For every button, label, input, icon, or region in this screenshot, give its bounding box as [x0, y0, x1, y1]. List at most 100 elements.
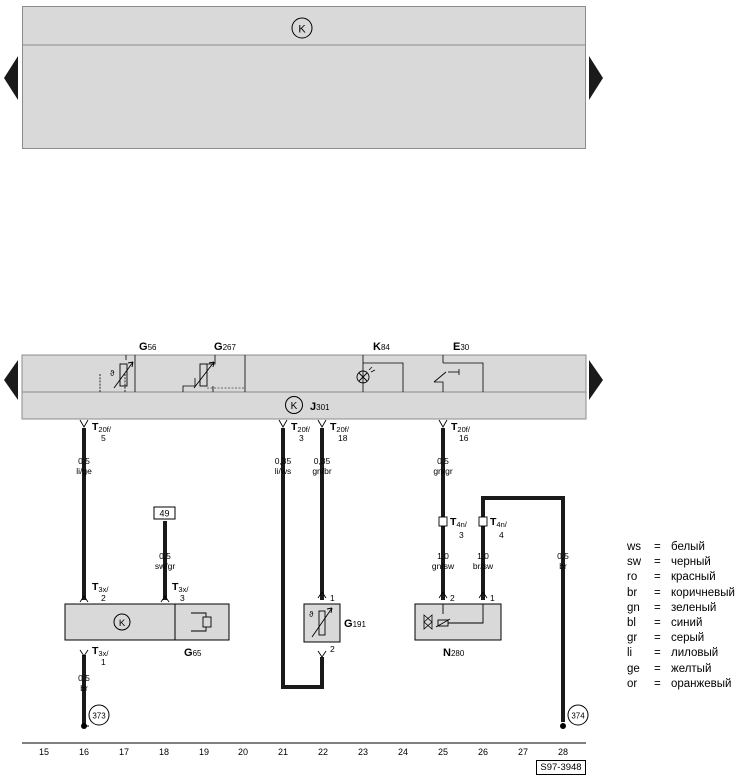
next-page-arrow-bottom[interactable]	[589, 360, 603, 400]
wire-labels: 0,5 li/ge 0,35 li/ws 0,35 gn/br 0,5 gn/g…	[76, 456, 569, 693]
j301-control-unit: K J301	[285, 396, 330, 414]
g65-sub: 65	[193, 649, 202, 658]
svg-text:3: 3	[299, 433, 304, 443]
svg-text:373: 373	[92, 712, 106, 721]
k84-warning-lamp	[356, 355, 404, 392]
svg-text:K84: K84	[373, 341, 390, 353]
legend-row: or=оранжевый	[627, 677, 732, 690]
svg-text:ϑ: ϑ	[110, 369, 115, 378]
legend-row: bl=синий	[627, 617, 703, 630]
svg-text:N280: N280	[443, 647, 465, 659]
g267-label: G	[214, 341, 223, 353]
wire-26-28	[481, 496, 565, 722]
svg-text:T4n/: T4n/	[450, 516, 468, 529]
svg-text:G191: G191	[344, 618, 366, 630]
svg-text:2: 2	[101, 593, 106, 603]
svg-text:0,5: 0,5	[557, 551, 569, 561]
k84-sub: 84	[381, 343, 390, 352]
svg-text:G56: G56	[139, 341, 157, 353]
svg-text:T20f/: T20f/	[451, 421, 471, 434]
legend-row: gn=зеленый	[627, 601, 717, 614]
svg-text:T3x/: T3x/	[92, 581, 109, 594]
j301-k-letter: K	[291, 401, 298, 412]
k84-label: K	[373, 341, 381, 353]
svg-text:16: 16	[79, 747, 89, 757]
svg-text:25: 25	[438, 747, 448, 757]
svg-text:22: 22	[318, 747, 328, 757]
svg-text:0,5: 0,5	[78, 456, 90, 466]
svg-text:15: 15	[39, 747, 49, 757]
svg-text:T20f/: T20f/	[291, 421, 311, 434]
wire-group	[82, 428, 565, 722]
next-page-arrow-top[interactable]	[589, 56, 603, 100]
e30-label: E	[453, 341, 460, 353]
svg-text:3: 3	[459, 530, 464, 540]
g191-pin-1: 1	[330, 593, 335, 603]
svg-text:18: 18	[338, 433, 348, 443]
legend-row: ro=красный	[627, 571, 716, 584]
ground-point-373: 373	[81, 704, 110, 729]
legend-row: ge=желтый	[627, 662, 712, 675]
svg-text:T20f/: T20f/	[92, 421, 112, 434]
g65-label: G	[184, 647, 193, 659]
svg-text:J301: J301	[310, 401, 330, 413]
svg-text:E30: E30	[453, 341, 470, 353]
svg-text:374: 374	[571, 712, 585, 721]
svg-text:4: 4	[499, 530, 504, 540]
j301-sub: 301	[316, 403, 330, 412]
svg-text:br: br	[80, 683, 88, 693]
g267-sensor	[182, 355, 246, 392]
g191-sub: 191	[353, 620, 367, 629]
n280-label: N	[443, 647, 451, 659]
g56-sub: 56	[148, 343, 157, 352]
svg-text:16: 16	[459, 433, 469, 443]
svg-text:19: 19	[199, 747, 209, 757]
svg-text:T3x/: T3x/	[92, 645, 109, 658]
svg-text:1,0: 1,0	[437, 551, 449, 561]
e30-switch	[433, 355, 484, 392]
svg-text:3: 3	[180, 593, 185, 603]
svg-text:gn/gr: gn/gr	[433, 466, 453, 476]
terminal-49-box	[153, 506, 176, 520]
svg-text:0,5: 0,5	[78, 673, 90, 683]
connector-labels: T20f/ 5 T20f/ 3 T20f/ 18 T20f/ 16 T4n/ 3…	[92, 421, 508, 667]
n280-pin-2: 2	[450, 593, 455, 603]
instrument-panel-strip	[21, 354, 587, 420]
svg-text:br: br	[559, 561, 567, 571]
svg-text:1,0: 1,0	[477, 551, 489, 561]
previous-page-arrow-top[interactable]	[4, 56, 18, 100]
svg-text:24: 24	[398, 747, 408, 757]
g267-sub: 267	[223, 343, 237, 352]
svg-text:28: 28	[558, 747, 568, 757]
svg-text:T3x/: T3x/	[172, 581, 189, 594]
g191-pin-2: 2	[330, 644, 335, 654]
n280-sub: 280	[451, 649, 465, 658]
svg-text:li/ws: li/ws	[275, 466, 292, 476]
top-k-symbol-letter: K	[298, 24, 306, 36]
e30-sub: 30	[460, 343, 469, 352]
svg-text:sw/gr: sw/gr	[155, 561, 175, 571]
svg-text:27: 27	[518, 747, 528, 757]
wire-21-loop	[281, 428, 324, 689]
g56-temperature-sensor: ϑ	[99, 355, 136, 392]
svg-text:0,5: 0,5	[159, 551, 171, 561]
svg-text:T20f/: T20f/	[330, 421, 350, 434]
svg-text:G267: G267	[214, 341, 236, 353]
svg-text:0,35: 0,35	[314, 456, 331, 466]
g65-k-letter: K	[119, 618, 126, 629]
svg-text:20: 20	[238, 747, 248, 757]
svg-text:1: 1	[101, 657, 106, 667]
svg-text:23: 23	[358, 747, 368, 757]
grid-numbers: 15 16 17 18 19 20 21 22 23 24 25 26 27 2…	[39, 747, 568, 757]
svg-text:0,35: 0,35	[275, 456, 292, 466]
j301-label: J	[310, 401, 316, 413]
legend-row: ws=белый	[627, 541, 705, 553]
ground-point-374: 374	[560, 704, 589, 729]
n280-valve: N280	[414, 603, 502, 659]
svg-text:5: 5	[101, 433, 106, 443]
svg-text:T4n/: T4n/	[490, 516, 508, 529]
svg-text:gn/sw: gn/sw	[432, 561, 455, 571]
top-k-symbol: K	[291, 17, 313, 39]
previous-page-arrow-bottom[interactable]	[4, 360, 18, 400]
